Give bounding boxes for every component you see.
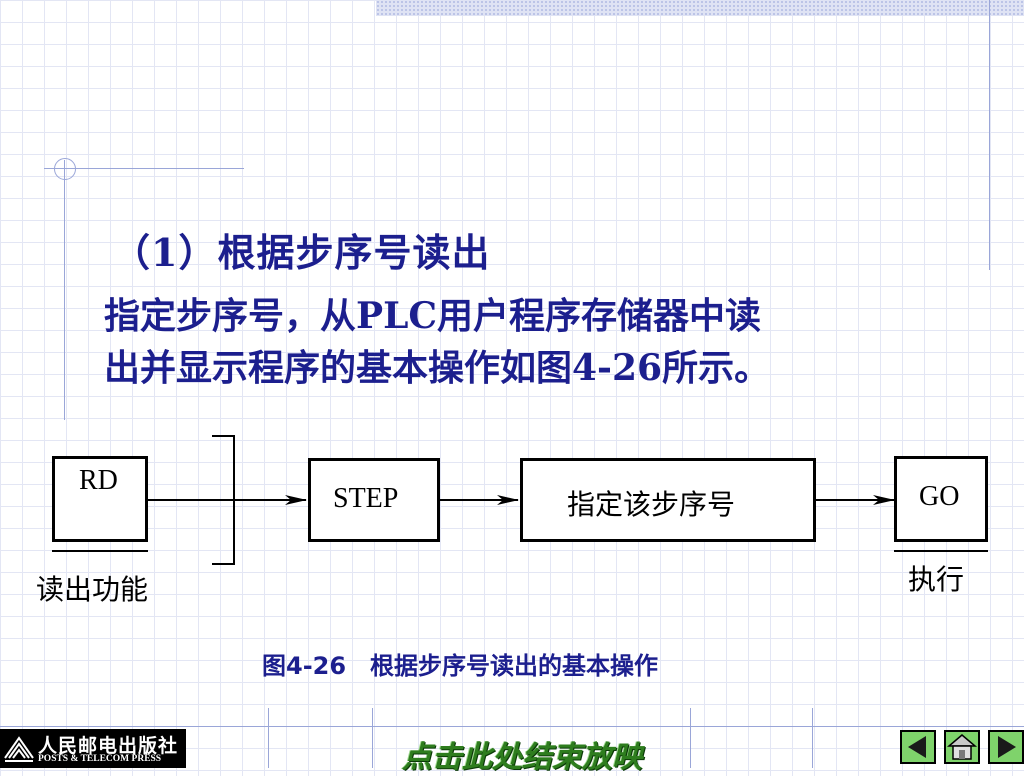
top-dotted-band [376,0,1024,16]
footer-line [0,726,1024,727]
go-key-box: GO [894,456,988,542]
frame-line-top [44,168,244,169]
home-icon [946,734,978,760]
read-function-label: 读出功能 [36,573,149,606]
footer-tick-1 [268,708,269,768]
execute-label: 执行 [908,563,965,596]
go-key-label: GO [919,481,960,512]
footer-tick-4 [812,708,813,768]
publisher-name-cn: 人民邮电出版社 [38,735,179,757]
diagram-connectors [52,435,988,565]
publisher-logo: 人民邮电出版社 POSTS & TELECOM PRESS [0,729,186,768]
step-key-label: STEP [333,483,399,514]
rd-key-box: RD [52,456,148,542]
previous-slide-button[interactable] [900,730,936,764]
specify-step-label: 指定该步序号 [567,488,736,521]
left-arrow-icon [908,736,926,758]
footer-tick-3 [690,708,691,768]
rd-key-label: RD [79,465,118,496]
frame-corner-circle [54,158,76,180]
step-key-box: STEP [308,458,440,542]
next-slide-button[interactable] [988,730,1024,764]
specify-step-box: 指定该步序号 [520,458,816,542]
figure-caption: 图4-26 根据步序号读出的基本操作 [262,652,659,680]
right-arrow-icon [998,736,1016,758]
end-show-link[interactable]: 点击此处结束放映 [402,740,642,775]
paragraph-line-2: 出并显示程序的基本操作如图4-26所示。 [104,347,771,389]
home-button[interactable] [944,730,980,764]
frame-line-right [989,0,990,270]
slide-heading: （1）根据步序号读出 [112,230,491,275]
publisher-name-en: POSTS & TELECOM PRESS [38,754,162,764]
publisher-emblem-icon [4,736,34,762]
footer-tick-2 [372,708,373,768]
frame-line-left [64,160,65,420]
operation-diagram: RD 读出功能 STEP 指定该步序号 GO 执行 [0,420,1024,620]
paragraph-line-1: 指定步序号，从PLC用户程序存储器中读 [104,295,762,337]
